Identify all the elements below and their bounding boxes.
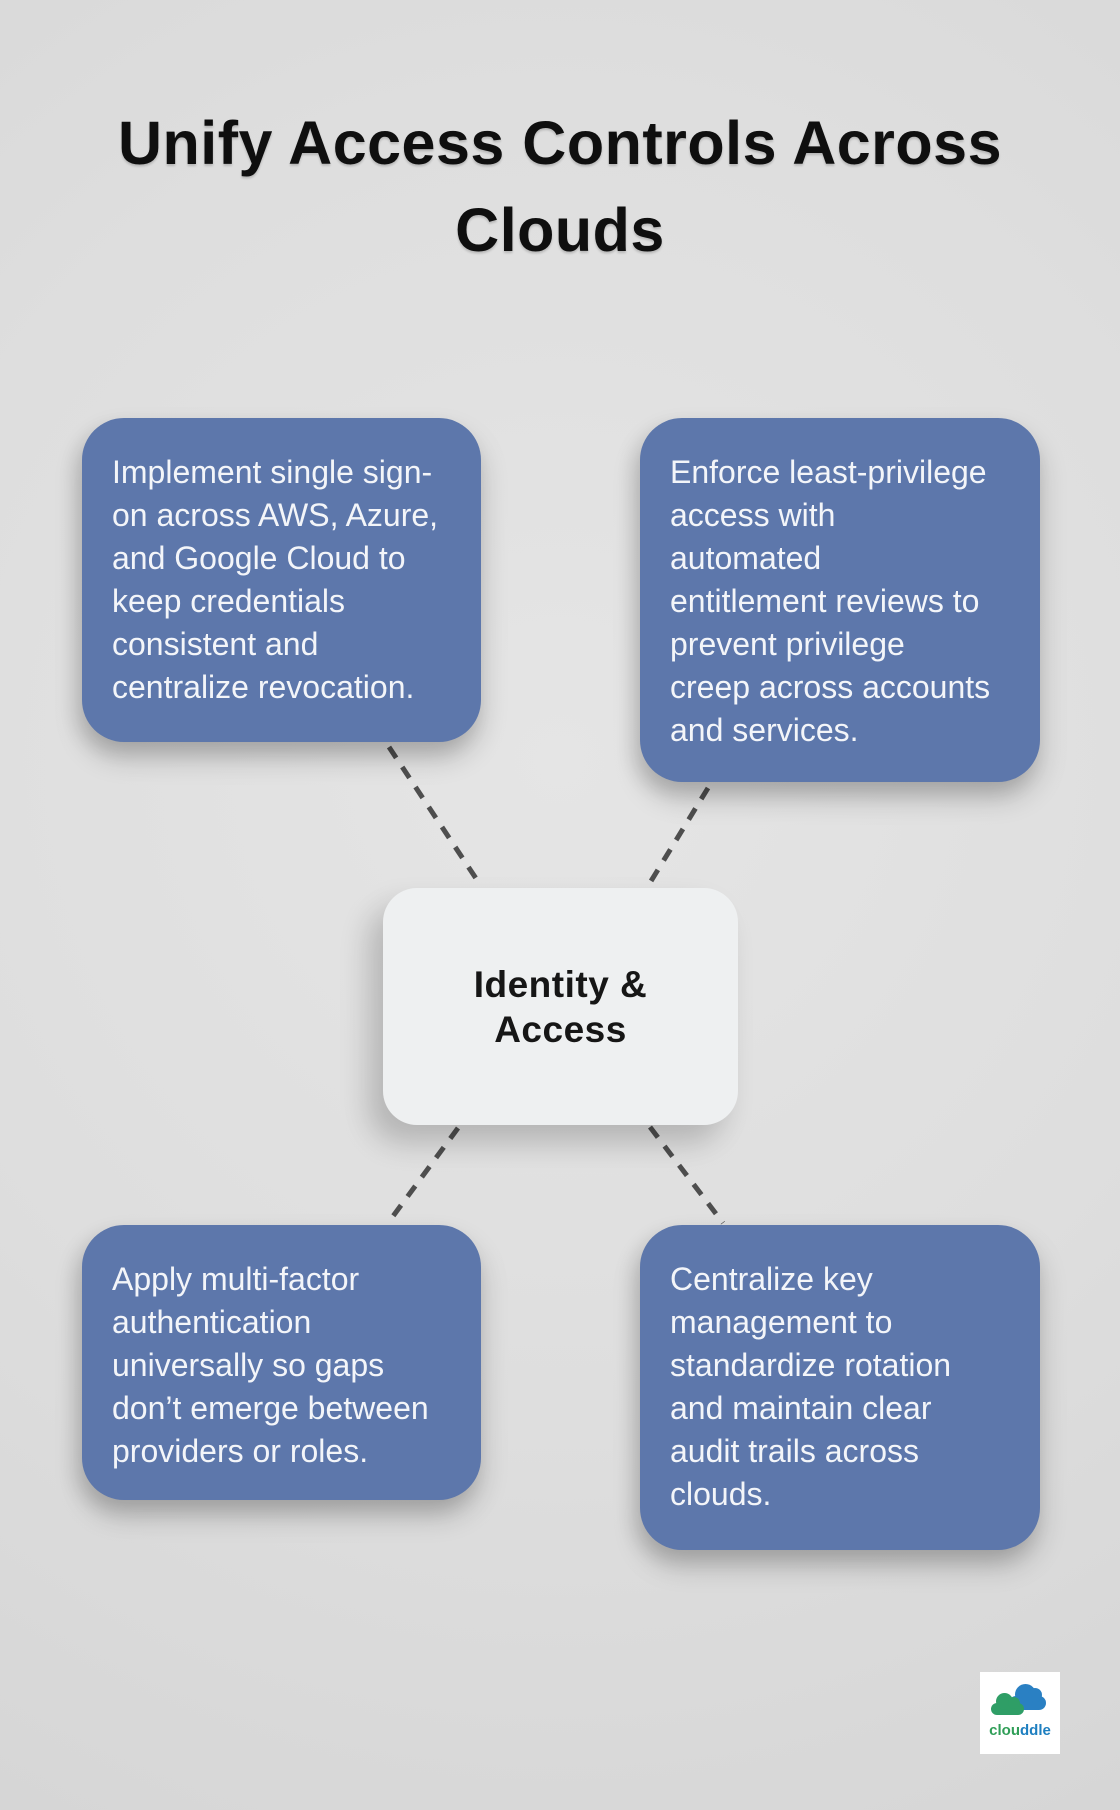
connector-top-left-line — [386, 745, 484, 888]
card-single-sign-on-text: Implement single sign- on across AWS, Az… — [112, 454, 439, 705]
logo-wordmark-right: ddle — [1020, 1722, 1051, 1739]
connector-bottom-left-line — [385, 1126, 461, 1225]
clouddle-logo: clouddle — [980, 1672, 1060, 1754]
card-multi-factor-authentication-text: Apply multi-factor authentication univer… — [112, 1261, 429, 1469]
cloud-icon — [1009, 1684, 1046, 1710]
center-node-identity-access: Identity & Access — [383, 888, 738, 1125]
card-key-management-text: Centralize key management to standardize… — [670, 1261, 952, 1512]
card-single-sign-on: Implement single sign- on across AWS, Az… — [82, 418, 481, 742]
card-multi-factor-authentication: Apply multi-factor authentication univer… — [82, 1225, 481, 1500]
logo-wordmark: clouddle — [980, 1722, 1060, 1739]
card-least-privilege-text: Enforce least-privilege access with auto… — [670, 454, 991, 748]
card-key-management: Centralize key management to standardize… — [640, 1225, 1040, 1550]
cloud-icon — [991, 1693, 1024, 1715]
center-node-label: Identity & Access — [473, 963, 648, 1050]
page-title: Unify Access Controls Across Clouds — [117, 109, 1003, 264]
card-least-privilege: Enforce least-privilege access with auto… — [640, 418, 1040, 782]
connector-bottom-right-line — [648, 1125, 725, 1225]
connector-top-right-line — [645, 786, 711, 888]
logo-wordmark-left: clou — [989, 1722, 1020, 1739]
